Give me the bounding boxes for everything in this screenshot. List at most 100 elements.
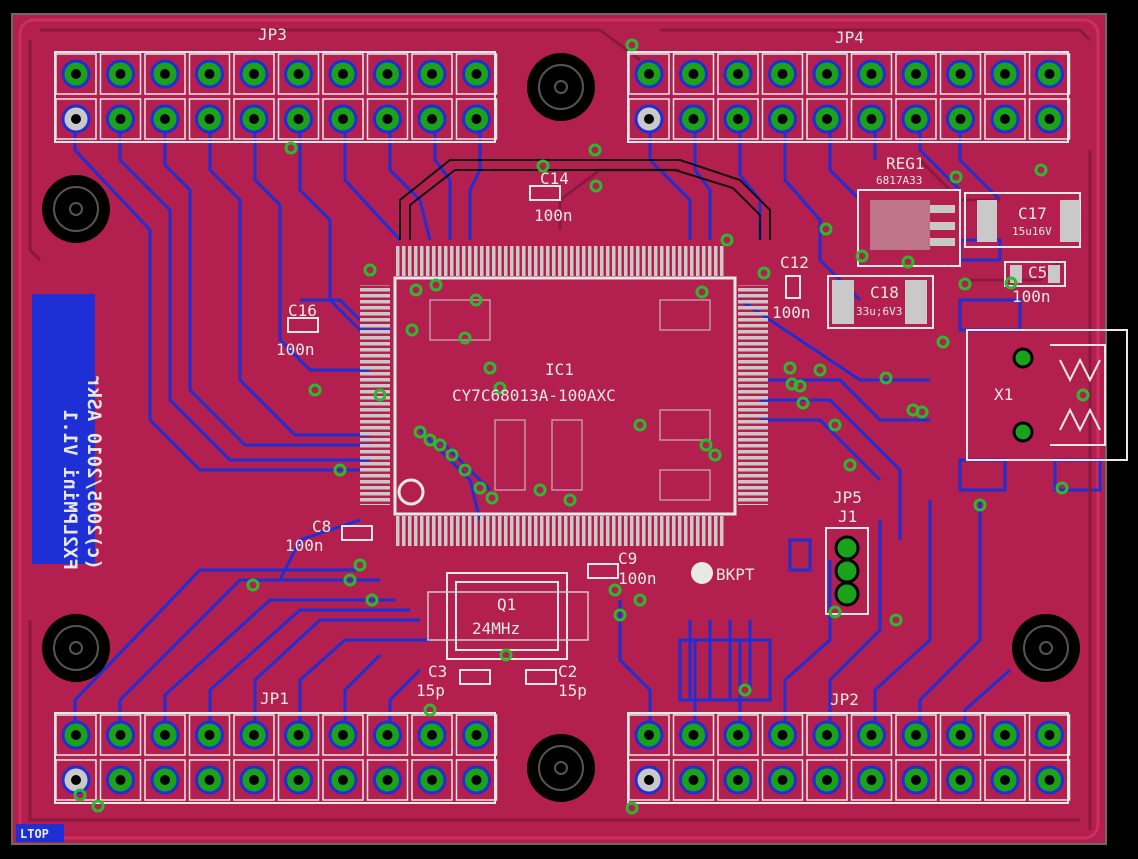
header-pin-outline bbox=[99, 714, 142, 756]
label-jp2: JP2 bbox=[830, 690, 859, 709]
label-jp4: JP4 bbox=[835, 28, 864, 47]
label-ic1-value: CY7C68013A-100AXC bbox=[452, 386, 616, 405]
header-pin-outline bbox=[761, 714, 804, 756]
label-c5-name: C5 bbox=[1028, 263, 1047, 282]
header-pin-outline bbox=[233, 53, 275, 95]
header-pin-outline bbox=[188, 53, 231, 95]
header-pin-outline bbox=[628, 759, 670, 801]
mounting-hole bbox=[527, 53, 595, 121]
header-pin-hole bbox=[160, 730, 170, 740]
header-pin-outline bbox=[1028, 759, 1071, 801]
label-bkpt: BKPT bbox=[716, 565, 755, 584]
label-reg1-name: REG1 bbox=[886, 154, 925, 173]
header-pin-outline bbox=[1028, 98, 1071, 140]
header-pin-hole bbox=[382, 775, 393, 785]
c16-footprint bbox=[287, 317, 319, 333]
label-c17-name: C17 bbox=[1018, 204, 1047, 223]
via bbox=[246, 578, 260, 592]
header-pin-hole bbox=[204, 730, 215, 740]
header-pin-hole bbox=[777, 775, 788, 785]
header-pin-hole bbox=[115, 69, 126, 79]
header-pin-hole bbox=[204, 69, 215, 79]
label-c3-value: 15p bbox=[416, 681, 445, 700]
header-pin-hole bbox=[338, 775, 348, 785]
header-pin-hole bbox=[115, 775, 126, 785]
ic-ring-traces bbox=[399, 159, 771, 240]
header-pin-outline bbox=[761, 98, 804, 140]
header-pin-hole bbox=[471, 730, 482, 740]
via bbox=[625, 801, 639, 815]
via bbox=[936, 335, 950, 349]
header-pin-hole bbox=[644, 114, 654, 124]
header-pin-outline bbox=[411, 98, 453, 140]
via bbox=[405, 323, 419, 337]
header-pin-outline bbox=[99, 759, 142, 801]
via bbox=[353, 558, 367, 572]
header-pin-hole bbox=[688, 730, 699, 740]
label-c18-name: C18 bbox=[870, 283, 899, 302]
ic1-outline bbox=[393, 276, 737, 516]
header-pin-outline bbox=[188, 759, 231, 801]
label-q1-name: Q1 bbox=[497, 595, 516, 614]
mounting-hole bbox=[42, 175, 110, 243]
via bbox=[813, 363, 827, 377]
header-pin-outline bbox=[322, 53, 364, 95]
c14-footprint bbox=[529, 185, 561, 201]
header-pin-outline bbox=[717, 98, 759, 140]
via bbox=[793, 379, 807, 393]
header-pin-outline bbox=[411, 759, 453, 801]
label-j1: J1 bbox=[838, 507, 857, 526]
via bbox=[536, 159, 550, 173]
via bbox=[423, 433, 437, 447]
via bbox=[949, 170, 963, 184]
header-pin-hole bbox=[427, 730, 437, 740]
label-c5-value: 100n bbox=[1012, 287, 1051, 306]
header-pin-hole bbox=[293, 775, 304, 785]
header-pin-hole bbox=[427, 69, 437, 79]
header-pin-outline bbox=[322, 98, 364, 140]
header-pin-outline bbox=[188, 714, 231, 756]
header-pin-outline bbox=[628, 53, 670, 95]
reg1-footprint bbox=[857, 189, 961, 267]
header-pin-hole bbox=[71, 775, 81, 785]
header-pin-outline bbox=[939, 714, 982, 756]
header-pin-outline bbox=[455, 53, 498, 95]
header-pin-hole bbox=[160, 69, 170, 79]
header-pin-hole bbox=[427, 114, 437, 124]
via bbox=[958, 277, 972, 291]
title-box bbox=[32, 294, 95, 564]
c8-footprint bbox=[341, 525, 373, 541]
via bbox=[588, 143, 602, 157]
header-pin-hole bbox=[293, 730, 304, 740]
header-pin-outline bbox=[895, 53, 937, 95]
header-pin-outline bbox=[99, 53, 142, 95]
header-pin-hole bbox=[204, 114, 215, 124]
header-pin-hole bbox=[822, 114, 832, 124]
c3-footprint bbox=[459, 669, 491, 685]
label-c12-name: C12 bbox=[780, 253, 809, 272]
board-edge-trace bbox=[18, 18, 1100, 840]
header-pin-outline bbox=[628, 98, 670, 140]
via bbox=[423, 703, 437, 717]
header-pin-hole bbox=[427, 775, 437, 785]
c18-footprint bbox=[827, 275, 934, 329]
header-pin-outline bbox=[188, 98, 231, 140]
header-pin-outline bbox=[717, 714, 759, 756]
via bbox=[843, 458, 857, 472]
bottom-components bbox=[429, 299, 711, 501]
header-pin-outline bbox=[806, 759, 848, 801]
label-c3-name: C3 bbox=[428, 662, 447, 681]
via bbox=[720, 233, 734, 247]
via bbox=[889, 613, 903, 627]
header-pin-hole bbox=[1000, 69, 1010, 79]
header-pin-hole bbox=[71, 730, 81, 740]
via bbox=[973, 498, 987, 512]
header-pin-hole bbox=[866, 69, 877, 79]
header-pin-outline bbox=[984, 759, 1026, 801]
header-pin-hole bbox=[204, 775, 215, 785]
header-pin-outline bbox=[144, 53, 186, 95]
header-pin-outline bbox=[144, 98, 186, 140]
header-pin-outline bbox=[850, 759, 893, 801]
header-pin-hole bbox=[911, 775, 921, 785]
